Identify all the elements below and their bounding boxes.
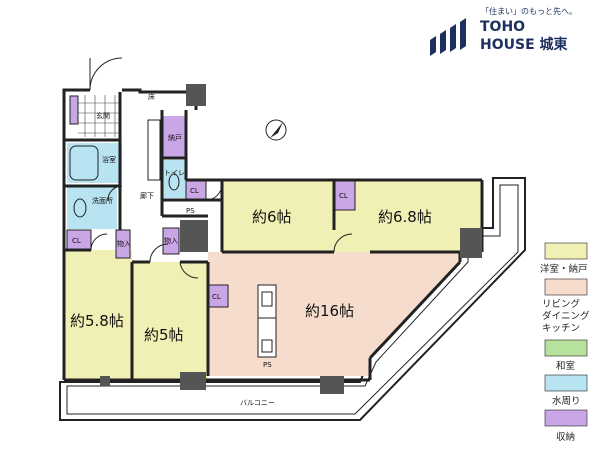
bath-label: 浴室 bbox=[102, 155, 116, 164]
bath-fixtures bbox=[69, 119, 180, 218]
doors bbox=[89, 57, 353, 279]
legend-label-ldk: リビング ダイニング キッチン bbox=[542, 298, 593, 334]
compass-icon bbox=[265, 119, 287, 141]
legend-swatch-japanese bbox=[544, 339, 588, 357]
ps-label-1: PS bbox=[186, 207, 195, 215]
pillars bbox=[100, 84, 482, 394]
brand-tagline: 「住まい」のもっと先へ。 bbox=[481, 6, 577, 16]
legend-swatch-storage bbox=[544, 409, 588, 427]
room-6-label: 約6帖 bbox=[252, 208, 292, 226]
cl-label-1: CL bbox=[190, 187, 199, 195]
legend-ldk-line-1: リビング bbox=[542, 298, 581, 310]
storage-room-label: 納戸 bbox=[168, 133, 182, 142]
legend-ldk-line-2: ダイニング bbox=[542, 310, 590, 322]
legend-label-western: 洋室・納戸 bbox=[540, 263, 588, 275]
legend-swatch-water bbox=[544, 374, 588, 392]
brand-name-line1: TOHO bbox=[480, 19, 525, 35]
brand-name-line2: HOUSE 城東 bbox=[480, 36, 568, 53]
storage-room-fill bbox=[162, 116, 186, 158]
brand-logo: 「住まい」のもっと先へ。 TOHO HOUSE 城東 bbox=[430, 6, 577, 56]
closet-monoire-1 bbox=[115, 229, 131, 259]
room-5-8-fill bbox=[64, 250, 132, 380]
room-5-8-label: 約5.8帖 bbox=[70, 312, 124, 330]
room-6-8-fill bbox=[334, 180, 482, 252]
legend-ldk-line-3: キッチン bbox=[542, 323, 580, 334]
bed-label: 床 bbox=[148, 92, 155, 101]
cl-label-2: CL bbox=[339, 192, 348, 200]
hallway-label: 廊下 bbox=[140, 191, 154, 200]
kitchen-counter bbox=[257, 284, 277, 358]
cl-label-3: CL bbox=[72, 237, 81, 245]
toilet-fill bbox=[162, 160, 186, 198]
legend-swatch-ldk bbox=[544, 278, 588, 296]
entrance-tiles bbox=[78, 95, 120, 137]
closet-label-2: 物入 bbox=[164, 236, 178, 245]
legend: 洋室・納戸 リビング ダイニング キッチン 和室 水周り 収納 bbox=[540, 242, 593, 443]
bath-fill bbox=[67, 143, 122, 183]
entrance-label: 玄関 bbox=[96, 111, 110, 120]
washroom-label: 洗面所 bbox=[92, 196, 113, 205]
closet-label-1: 物入 bbox=[117, 239, 131, 248]
legend-label-water: 水周り bbox=[552, 395, 581, 407]
room-5-label: 約5帖 bbox=[144, 326, 184, 344]
legend-label-japanese: 和室 bbox=[556, 360, 575, 372]
washroom-fill bbox=[67, 187, 117, 229]
legend-swatch-western bbox=[544, 242, 588, 260]
toilet-label: トイレ bbox=[164, 169, 185, 177]
ps-label-2: PS bbox=[263, 361, 272, 369]
cl-label-4: CL bbox=[212, 293, 221, 301]
walls bbox=[62, 88, 484, 382]
room-6-fill bbox=[222, 180, 334, 252]
ldk-label: 約16帖 bbox=[305, 302, 354, 320]
room-6-8-label: 約6.8帖 bbox=[378, 208, 432, 226]
closet-monoire-2 bbox=[162, 227, 180, 255]
room-5-fill bbox=[132, 262, 208, 380]
balcony-label: バルコニー bbox=[240, 399, 275, 407]
logo-mark-icon bbox=[430, 18, 466, 56]
entrance-storage bbox=[69, 95, 79, 125]
legend-label-storage: 収納 bbox=[556, 431, 575, 443]
